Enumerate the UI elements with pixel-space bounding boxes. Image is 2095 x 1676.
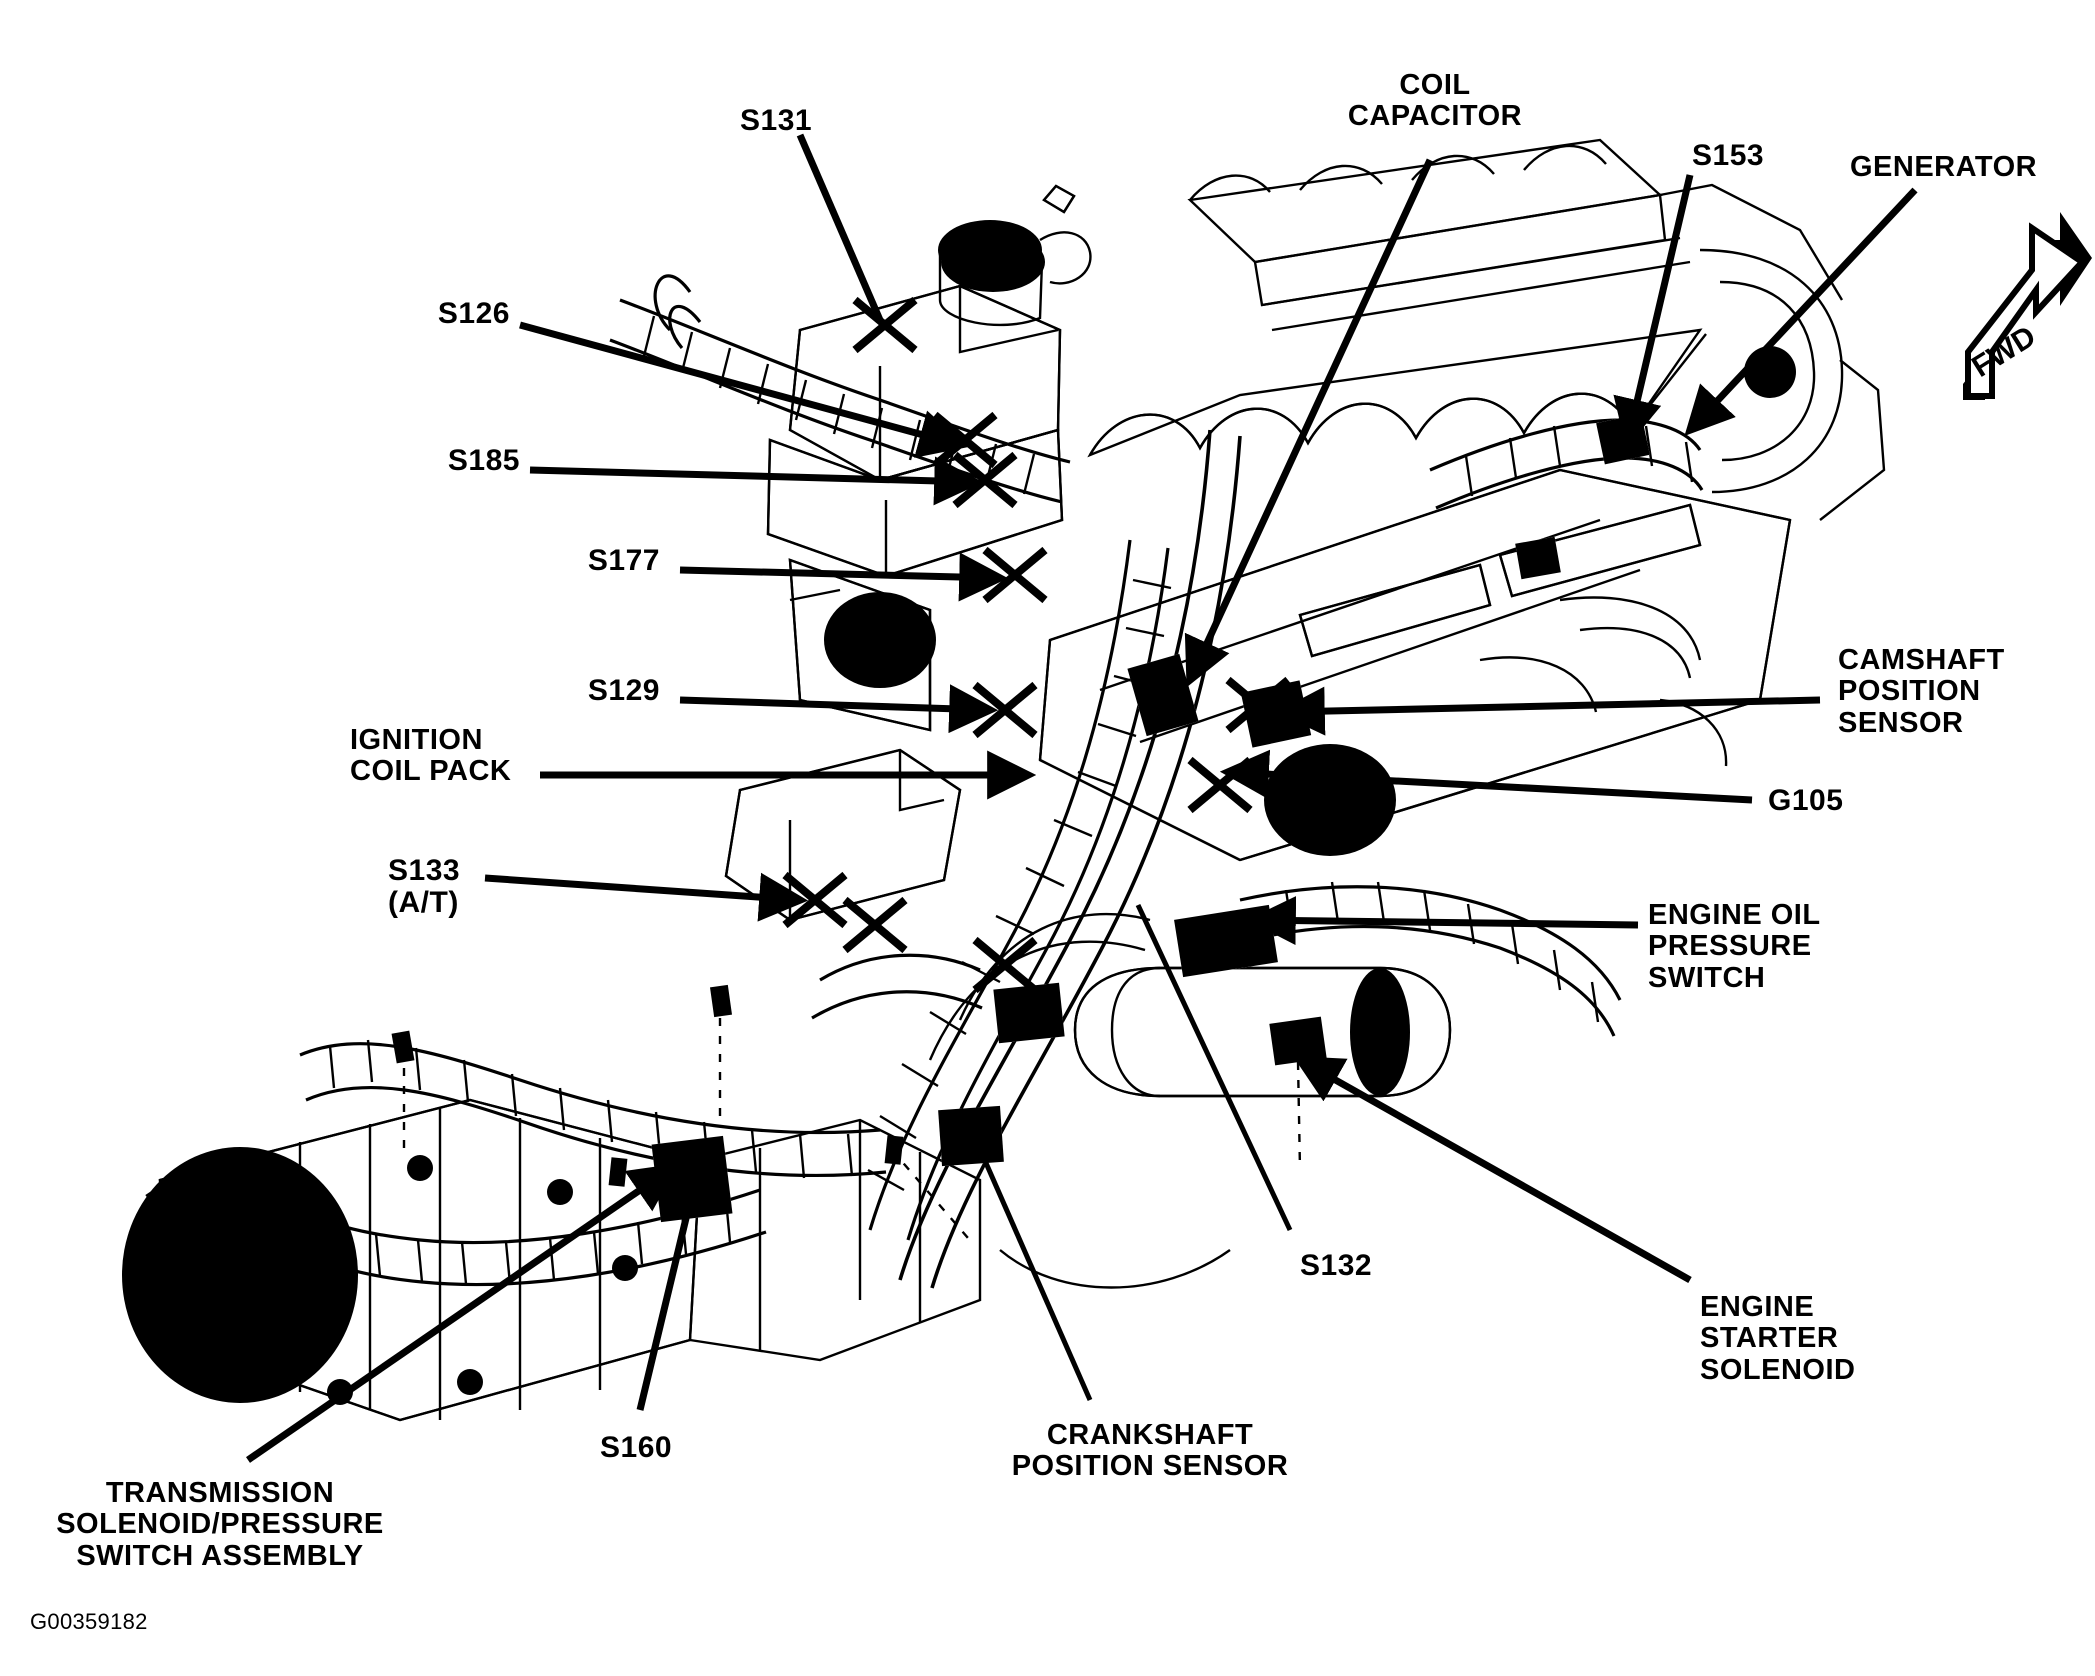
figure-id: G00359182 <box>30 1609 148 1634</box>
leader-s185 <box>529 456 984 506</box>
callout-label-s153: S153 <box>1692 139 1765 172</box>
splice-marker-camshaft <box>1225 676 1291 734</box>
leader-generator <box>1684 187 1918 436</box>
leader-s177 <box>679 552 1009 602</box>
leader-engine-oil-pressure-switch <box>1246 896 1639 946</box>
splice-marker-s131 <box>852 296 918 354</box>
callout-label-s177: S177 <box>587 544 660 577</box>
leader-s160 <box>636 1159 704 1411</box>
callout-label-s160: S160 <box>600 1431 673 1464</box>
callout-label-s131: S131 <box>740 104 813 137</box>
leader-s131 <box>796 133 884 322</box>
callout-label-camshaft-position-sensor: CAMSHAFT POSITION SENSOR <box>1838 644 2005 739</box>
leader-s126 <box>519 321 968 458</box>
leader-camshaft-position-sensor <box>1275 686 1821 736</box>
splice-marker-s132 <box>972 936 1038 994</box>
splice-marker-s177 <box>982 546 1048 604</box>
callout-label-engine-oil-pressure-switch: ENGINE OIL PRESSURE SWITCH <box>1648 899 1821 994</box>
splice-marker-s160 <box>842 896 908 954</box>
leader-coil-capacitor <box>1184 158 1434 688</box>
splice-marker-s126 <box>932 411 998 469</box>
leader-s129 <box>679 684 999 734</box>
splice-marker-s129 <box>972 681 1038 739</box>
callout-label-s133: S133 (A/T) <box>388 854 461 920</box>
callout-label-s185: S185 <box>447 444 520 477</box>
callout-label-crankshaft-position-sensor: CRANKSHAFT POSITION SENSOR <box>1011 1419 1289 1483</box>
leader-s133 <box>484 872 809 922</box>
splice-marker-g105 <box>1187 756 1253 814</box>
callout-label-transmission-assembly: TRANSMISSION SOLENOID/PRESSURE SWITCH AS… <box>56 1477 384 1572</box>
callout-label-coil-capacitor: COIL CAPACITOR <box>1347 69 1523 133</box>
callout-label-engine-starter-solenoid: ENGINE STARTER SOLENOID <box>1700 1291 1856 1386</box>
leader-s153 <box>1613 174 1694 448</box>
leader-transmission-assembly <box>246 1163 679 1463</box>
leader-s132 <box>1135 903 1293 1232</box>
callout-label-g105: G105 <box>1768 784 1844 817</box>
callout-label-s126: S126 <box>437 297 510 330</box>
leader-crankshaft-position-sensor <box>965 1120 1093 1402</box>
callout-label-generator: GENERATOR <box>1850 151 2038 183</box>
leader-engine-starter-solenoid <box>1292 1055 1692 1284</box>
callout-label-ignition-coil-pack: IGNITION COIL PACK <box>350 724 512 788</box>
callout-label-s129: S129 <box>587 674 660 707</box>
splice-marker-s133 <box>782 871 848 929</box>
callout-label-s132: S132 <box>1300 1249 1373 1282</box>
splice-marker-s185 <box>952 451 1018 509</box>
leader-g105 <box>1219 749 1753 804</box>
